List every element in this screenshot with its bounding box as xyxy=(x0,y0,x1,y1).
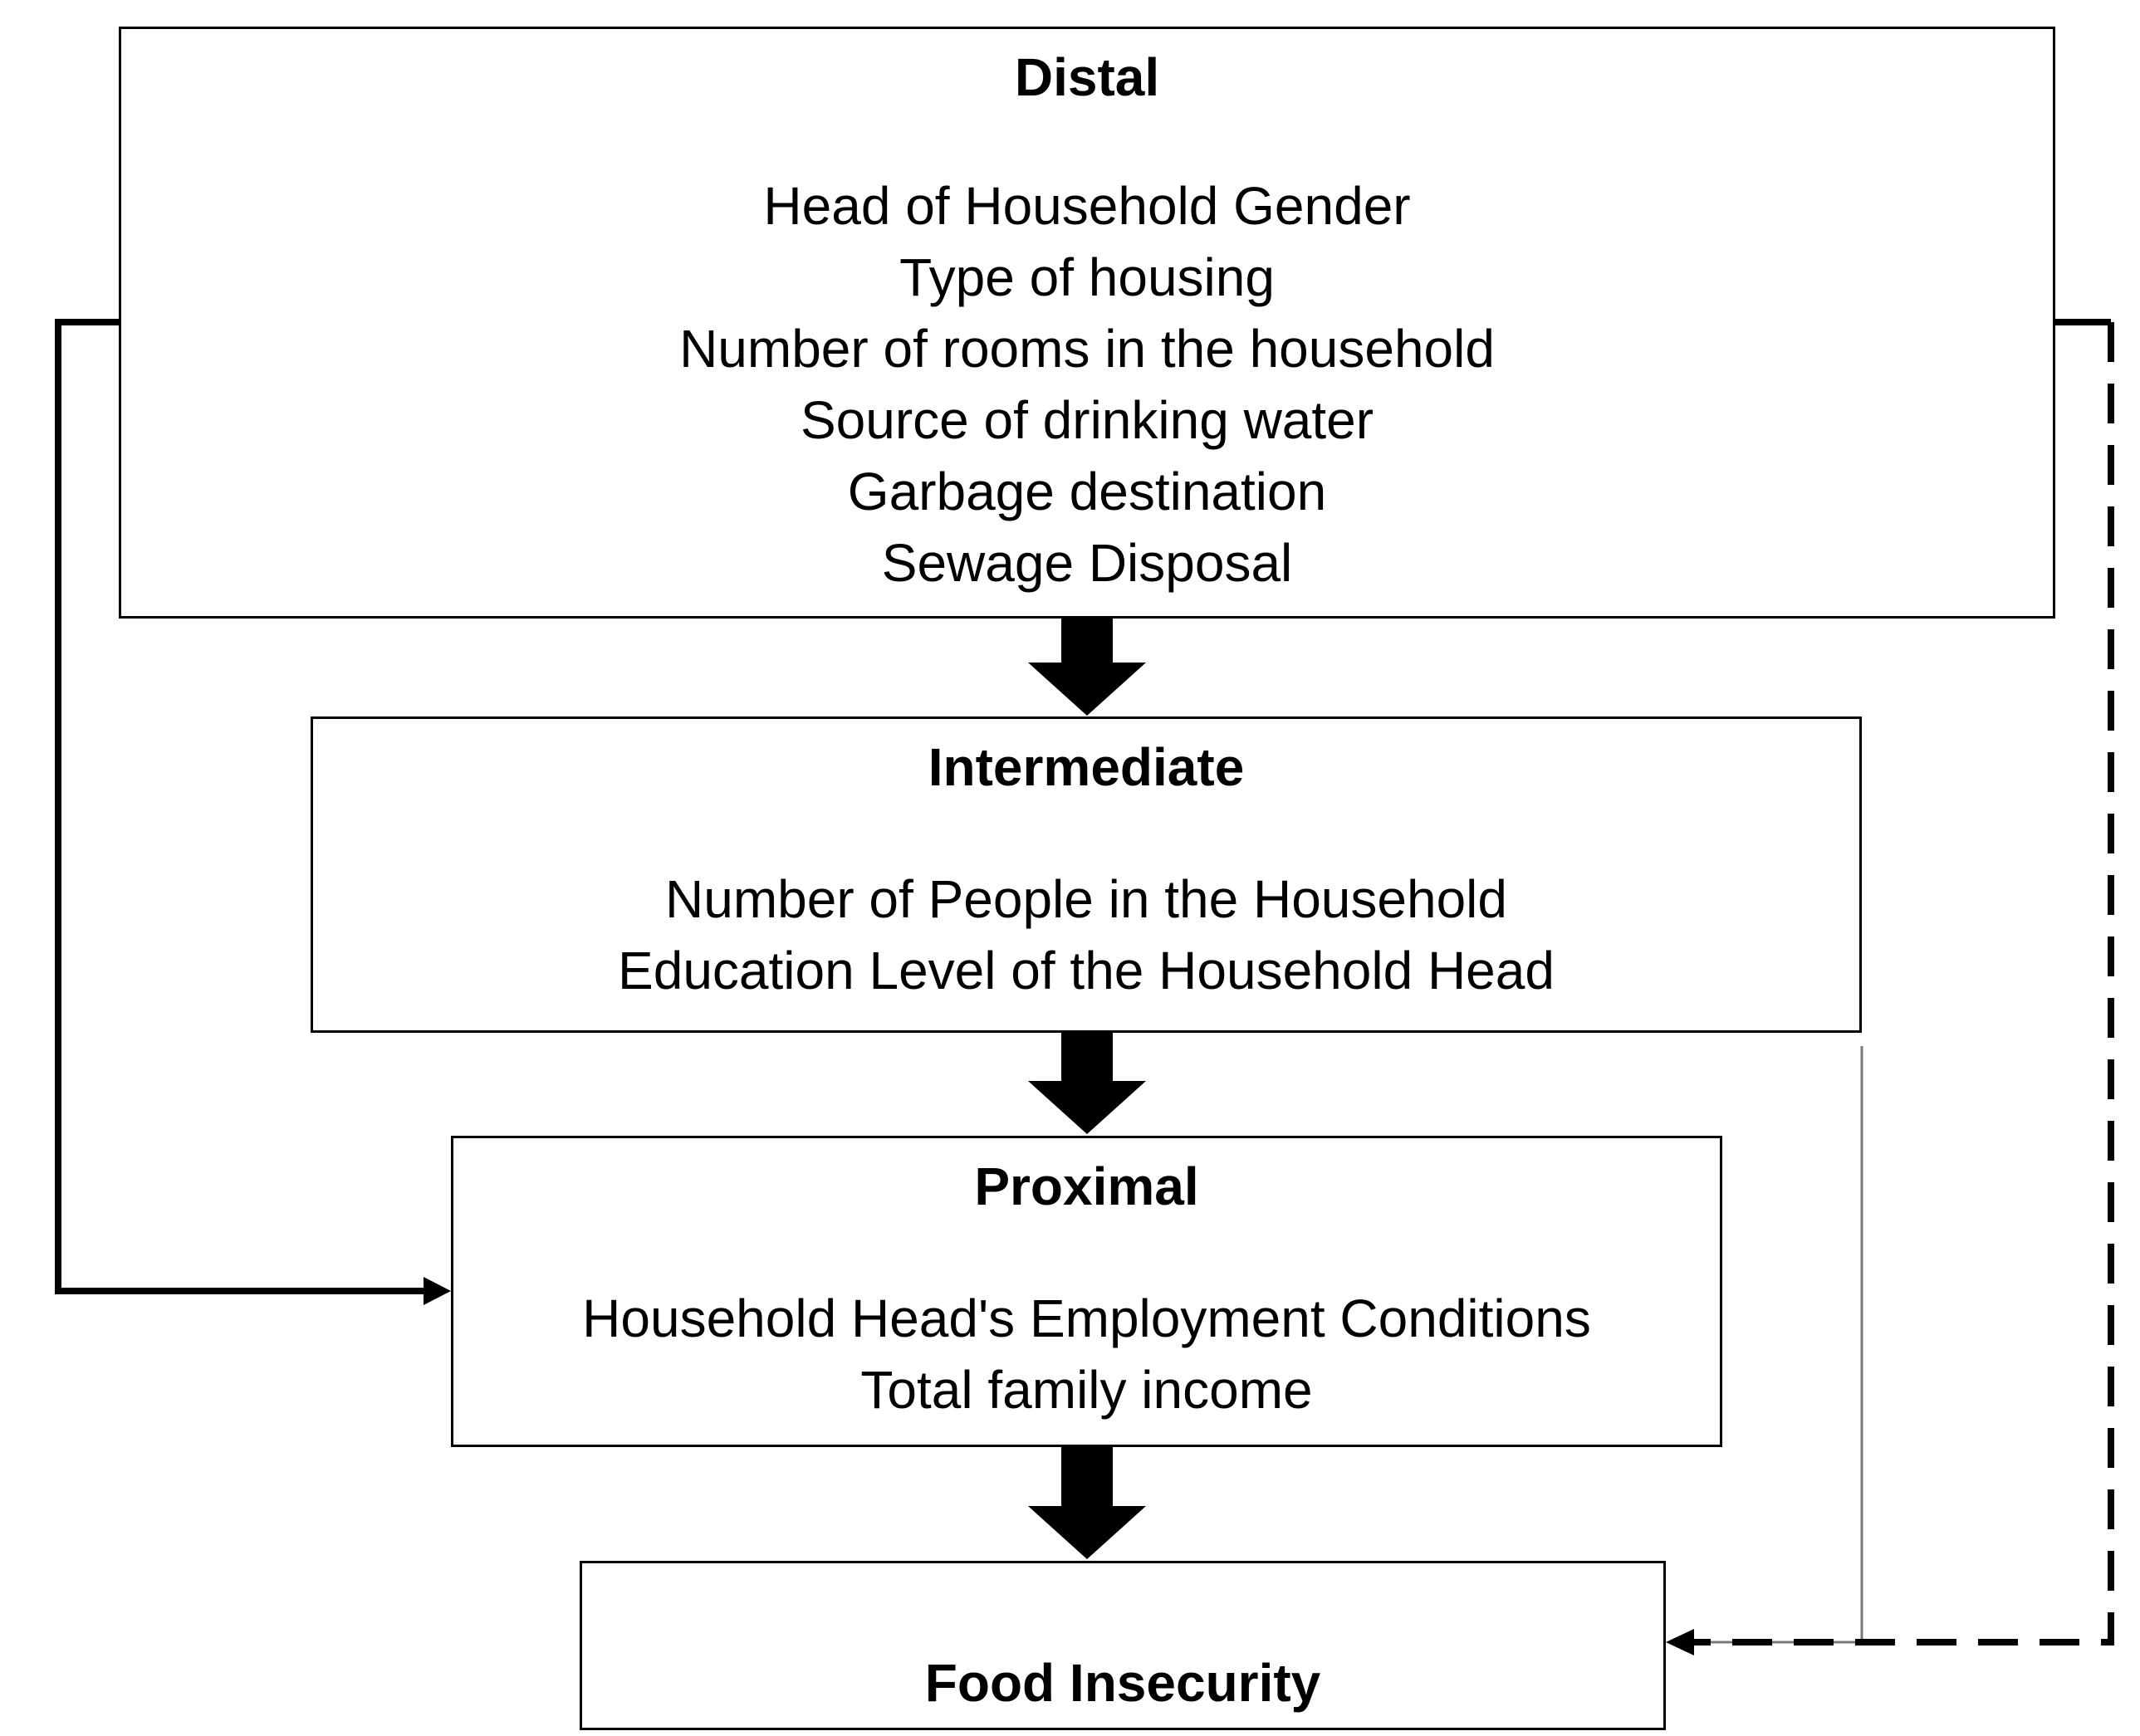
distal-factor: Type of housing xyxy=(899,247,1275,307)
intermediate-title: Intermediate xyxy=(928,737,1245,797)
proximal-factor-list: Household Head's Employment Conditions T… xyxy=(453,1283,1720,1425)
distal-factor: Sewage Disposal xyxy=(881,533,1293,593)
intermediate-factor: Number of People in the Household xyxy=(665,869,1507,929)
proximal-title: Proximal xyxy=(974,1157,1199,1216)
distal-box: Distal Head of Household Gender Type of … xyxy=(119,27,2055,619)
food-insecurity-box: Food Insecurity xyxy=(580,1561,1666,1730)
block-arrow-intermediate-to-proximal xyxy=(1028,1033,1146,1134)
block-arrow-distal-to-intermediate xyxy=(1028,619,1146,716)
distal-factor: Head of Household Gender xyxy=(763,176,1411,236)
arrowhead-food-insecurity xyxy=(1666,1629,1694,1655)
connector-distal-to-food-insecurity-dashed xyxy=(1691,322,2114,1646)
proximal-box: Proximal Household Head's Employment Con… xyxy=(451,1136,1722,1447)
intermediate-box: Intermediate Number of People in the Hou… xyxy=(311,716,1862,1033)
intermediate-factor-list: Number of People in the Household Educat… xyxy=(313,863,1859,1006)
proximal-factor: Total family income xyxy=(860,1360,1313,1420)
arrowhead-proximal xyxy=(424,1277,451,1305)
block-arrow-proximal-to-food-insecurity xyxy=(1028,1447,1146,1559)
distal-factor: Garbage destination xyxy=(847,462,1327,521)
distal-title: Distal xyxy=(1014,47,1160,107)
intermediate-factor: Education Level of the Household Head xyxy=(618,941,1555,1000)
distal-factor: Number of rooms in the household xyxy=(679,319,1495,379)
food-insecurity-title: Food Insecurity xyxy=(924,1653,1321,1713)
distal-factor-list: Head of Household Gender Type of housing… xyxy=(121,170,2053,599)
connector-intermediate-to-food-insecurity xyxy=(1711,1046,1863,1644)
distal-factor: Source of drinking water xyxy=(800,390,1374,450)
connector-distal-to-proximal xyxy=(55,319,425,1294)
proximal-factor: Household Head's Employment Conditions xyxy=(582,1289,1591,1348)
